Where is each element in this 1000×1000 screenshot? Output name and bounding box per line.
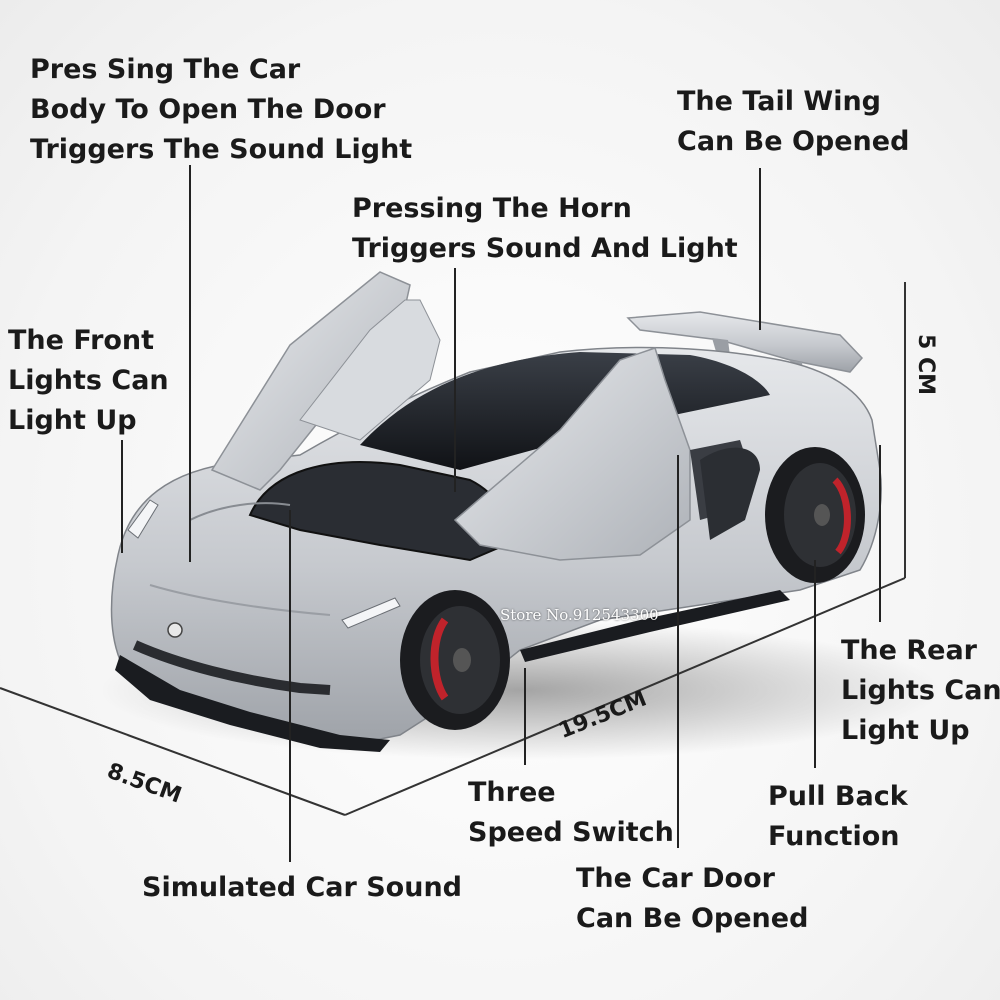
front-wheel — [400, 590, 510, 730]
rear-wheel — [765, 447, 865, 583]
callout-line: Can Be Opened — [576, 903, 809, 934]
callout-line: Function — [768, 821, 900, 852]
callout-line: Speed Switch — [468, 817, 674, 848]
callout-line: The Front — [8, 325, 155, 356]
callout-line: Pressing The Horn — [352, 193, 632, 224]
callout-rear-lights: The Rear Lights Can Light Up — [841, 631, 1000, 751]
callout-line: Light Up — [841, 715, 970, 746]
callout-line: Can Be Opened — [677, 126, 910, 157]
callout-line: Light Up — [8, 405, 137, 436]
brand-emblem — [167, 622, 183, 638]
callout-line: Lights Can — [8, 365, 169, 396]
callout-front-lights: The Front Lights Can Light Up — [8, 321, 169, 441]
dimension-height: 5 CM — [913, 333, 939, 396]
callout-line: The Rear — [841, 635, 977, 666]
callout-line: Triggers Sound And Light — [352, 233, 738, 264]
store-watermark: Store No.912543300 — [500, 606, 659, 624]
callout-line: The Car Door — [576, 863, 775, 894]
dimension-lines — [0, 282, 906, 816]
callout-line: Simulated Car Sound — [142, 872, 462, 903]
callout-line: The Tail Wing — [677, 86, 882, 117]
front-splitter — [115, 655, 390, 752]
callout-body-press: Pres Sing The Car Body To Open The Door … — [30, 50, 412, 170]
callout-line: Pres Sing The Car — [30, 54, 301, 85]
callout-line: Triggers The Sound Light — [30, 134, 413, 165]
callout-car-sound: Simulated Car Sound — [142, 868, 462, 908]
callout-line: Body To Open The Door — [30, 94, 386, 125]
callout-tail-wing: The Tail Wing Can Be Opened — [677, 82, 909, 162]
car-roof — [360, 352, 770, 470]
callout-line: Pull Back — [768, 781, 908, 812]
callout-car-door: The Car Door Can Be Opened — [576, 859, 808, 939]
callout-horn: Pressing The Horn Triggers Sound And Lig… — [352, 189, 738, 269]
callout-lines — [121, 165, 881, 862]
callout-line: Lights Can — [841, 675, 1000, 706]
callout-speed-switch: Three Speed Switch — [468, 773, 674, 853]
front-lights — [127, 499, 401, 629]
callout-line: Three — [468, 777, 556, 808]
callout-pull-back: Pull Back Function — [768, 777, 908, 857]
